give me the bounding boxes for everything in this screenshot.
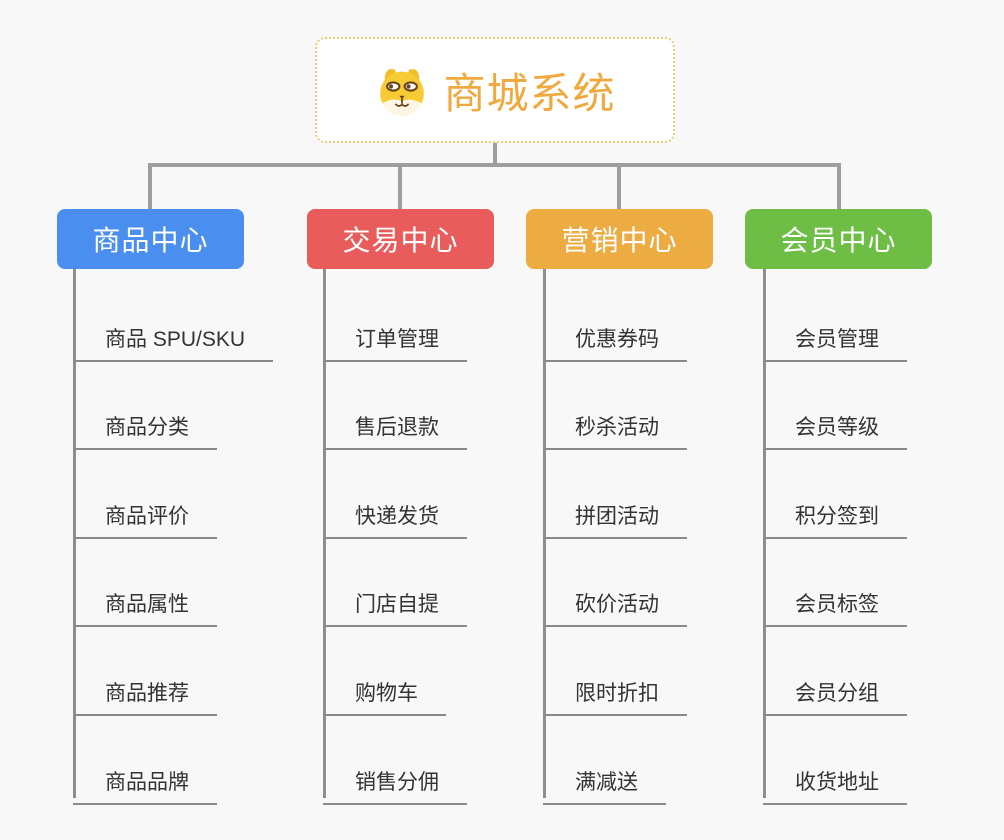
child-node[interactable]: 砍价活动 [543, 578, 687, 627]
shiba-dog-icon [374, 62, 430, 118]
child-node[interactable]: 售后退款 [323, 401, 467, 450]
root-node[interactable]: 商城系统 [315, 37, 675, 143]
branch-header[interactable]: 交易中心 [307, 209, 494, 269]
child-node[interactable]: 会员标签 [763, 578, 907, 627]
branch-header[interactable]: 会员中心 [745, 209, 932, 269]
child-node[interactable]: 商品推荐 [73, 667, 217, 716]
connector-root-stem [493, 143, 497, 167]
child-node[interactable]: 限时折扣 [543, 667, 687, 716]
branch-header[interactable]: 营销中心 [526, 209, 713, 269]
connector-drop [837, 163, 841, 209]
child-node[interactable]: 会员分组 [763, 667, 907, 716]
connector-bus [148, 163, 841, 167]
child-node[interactable]: 购物车 [323, 667, 446, 716]
branch-header[interactable]: 商品中心 [57, 209, 244, 269]
child-node[interactable]: 会员等级 [763, 401, 907, 450]
child-node[interactable]: 满减送 [543, 756, 666, 805]
child-node[interactable]: 优惠券码 [543, 313, 687, 362]
child-node[interactable]: 秒杀活动 [543, 401, 687, 450]
child-node[interactable]: 商品品牌 [73, 756, 217, 805]
child-node[interactable]: 积分签到 [763, 490, 907, 539]
branch-vertical-line [543, 269, 546, 798]
child-node[interactable]: 商品属性 [73, 578, 217, 627]
child-node[interactable]: 会员管理 [763, 313, 907, 362]
child-node[interactable]: 商品分类 [73, 401, 217, 450]
connector-drop [148, 163, 152, 209]
branch-vertical-line [763, 269, 766, 798]
connector-drop [398, 163, 402, 209]
child-node[interactable]: 收货地址 [763, 756, 907, 805]
branch-vertical-line [323, 269, 326, 798]
child-node[interactable]: 商品评价 [73, 490, 217, 539]
connector-drop [617, 163, 621, 209]
root-title: 商城系统 [443, 69, 616, 117]
child-node[interactable]: 拼团活动 [543, 490, 687, 539]
child-node[interactable]: 销售分佣 [323, 756, 467, 805]
child-node[interactable]: 商品 SPU/SKU [73, 313, 274, 362]
child-node[interactable]: 快递发货 [323, 490, 467, 539]
child-node[interactable]: 门店自提 [323, 578, 467, 627]
branch-vertical-line [73, 269, 76, 798]
child-node[interactable]: 订单管理 [323, 313, 467, 362]
